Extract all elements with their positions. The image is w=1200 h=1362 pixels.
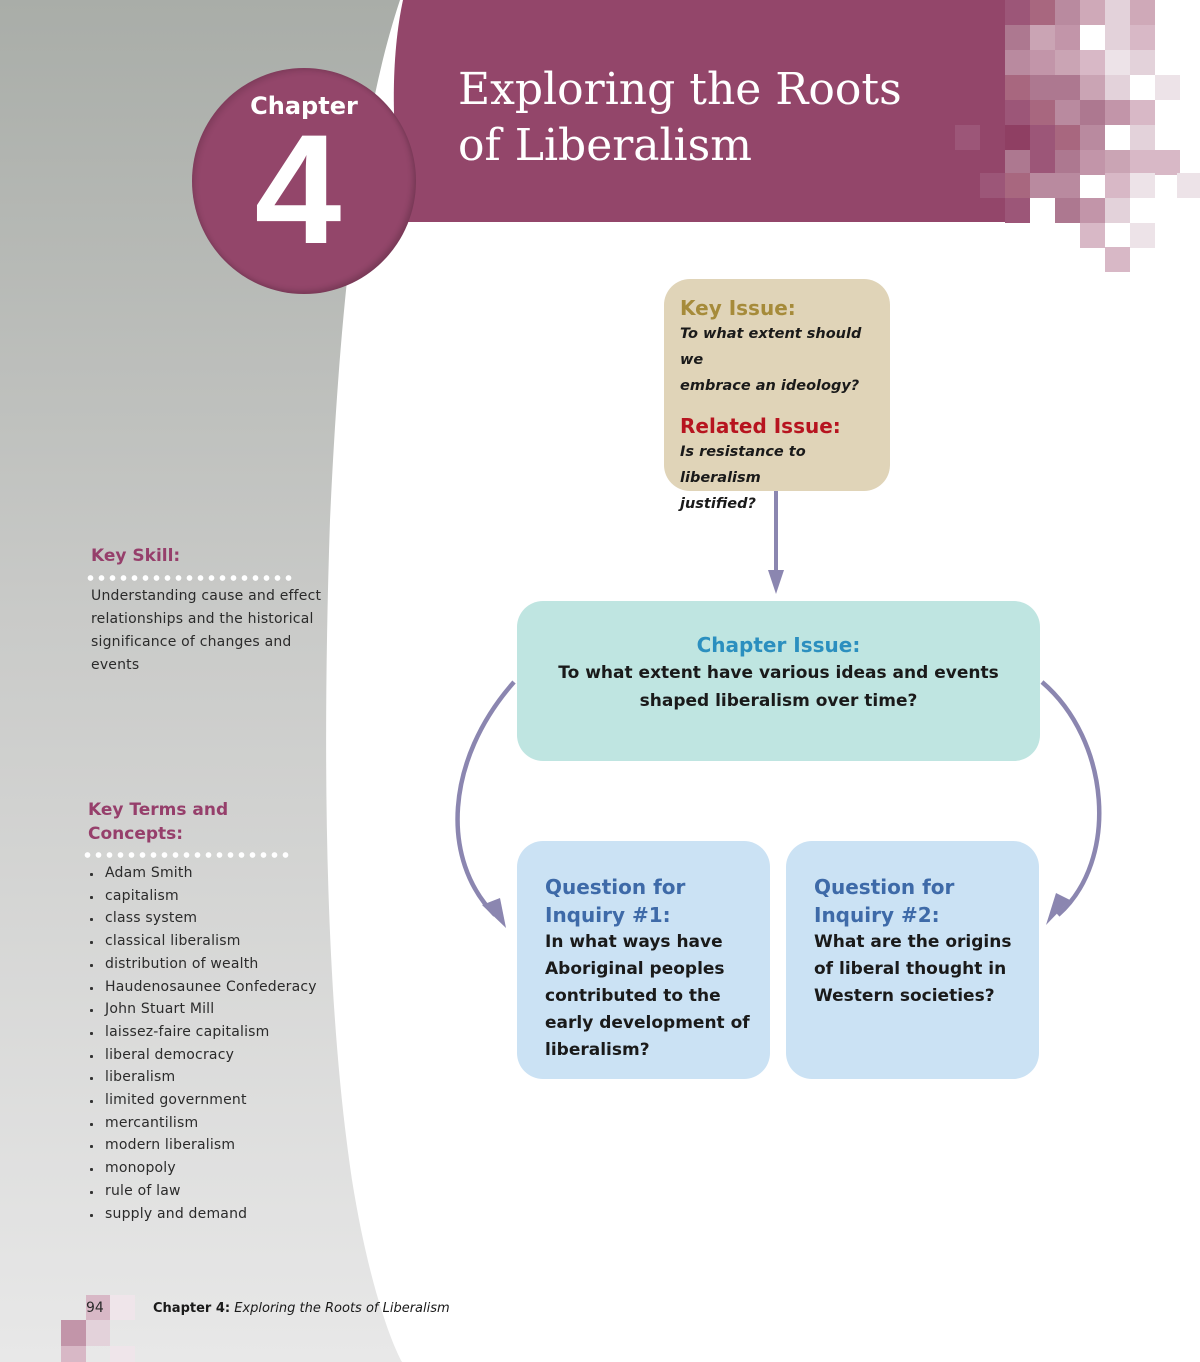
inquiry-1-line: In what ways have: [545, 932, 723, 952]
inquiry-1-line: contributed to the: [545, 986, 721, 1006]
list-item: rule of law: [88, 1180, 338, 1203]
key-terms-heading: Key Terms and Concepts:: [88, 798, 228, 846]
list-item: modern liberalism: [88, 1134, 338, 1157]
key-skill-text: Understanding cause and effect relations…: [91, 585, 331, 677]
list-item: liberal democracy: [88, 1044, 338, 1067]
inquiry-2-heading-1: Question for: [814, 875, 955, 899]
inquiry-2-heading-2: Inquiry #2:: [814, 903, 940, 927]
chapter-issue-box: Chapter Issue: To what extent have vario…: [517, 601, 1040, 761]
key-skill-line: Understanding cause and effect: [91, 588, 322, 604]
inquiry-question-1-box: Question for Inquiry #1: In what ways ha…: [517, 841, 770, 1079]
dotted-divider: [82, 852, 290, 858]
list-item: limited government: [88, 1089, 338, 1112]
key-terms-list: Adam Smith capitalism class system class…: [88, 862, 338, 1225]
list-item: class system: [88, 907, 338, 930]
chapter-badge: Chapter 4: [192, 68, 416, 294]
related-issue-text-2: justified?: [680, 496, 756, 512]
list-item: classical liberalism: [88, 930, 338, 953]
key-issue-text-2: embrace an ideology?: [680, 378, 860, 394]
dotted-divider: [85, 575, 293, 581]
key-issue-heading: Key Issue:: [680, 296, 796, 320]
inquiry-2-line: Western societies?: [814, 986, 995, 1006]
title-line-1: Exploring the Roots: [458, 64, 902, 115]
list-item: distribution of wealth: [88, 953, 338, 976]
inquiry-1-line: early development of: [545, 1013, 750, 1033]
key-issue-text-1: To what extent should we: [680, 326, 862, 368]
key-terms-heading-line-2: Concepts:: [88, 824, 184, 844]
list-item: Adam Smith: [88, 862, 338, 885]
page-title: Exploring the Roots of Liberalism: [458, 62, 978, 174]
chapter-label: Chapter: [250, 92, 358, 120]
chapter-number: 4: [254, 103, 342, 277]
inquiry-1-heading-2: Inquiry #1:: [545, 903, 671, 927]
list-item: Haudenosaunee Confederacy: [88, 976, 338, 999]
key-skill-line: relationships and the historical: [91, 611, 314, 627]
list-item: John Stuart Mill: [88, 998, 338, 1021]
related-issue-heading: Related Issue:: [680, 414, 841, 438]
chapter-issue-text-1: To what extent have various ideas and ev…: [558, 663, 999, 683]
list-item: liberalism: [88, 1066, 338, 1089]
inquiry-1-heading-1: Question for: [545, 875, 686, 899]
inquiry-1-line: Aboriginal peoples: [545, 959, 725, 979]
key-terms-heading-line-1: Key Terms and: [88, 800, 229, 820]
chapter-issue-heading: Chapter Issue:: [696, 633, 861, 657]
header-band: [393, 0, 1005, 222]
chapter-issue-text-2: shaped liberalism over time?: [639, 691, 918, 711]
key-skill-line: significance of changes and: [91, 634, 292, 650]
footer-chapter-title: Exploring the Roots of Liberalism: [230, 1301, 450, 1316]
title-line-2: of Liberalism: [458, 120, 752, 171]
list-item: capitalism: [88, 885, 338, 908]
inquiry-2-line: What are the origins: [814, 932, 1012, 952]
key-skill-heading: Key Skill:: [91, 546, 181, 566]
running-footer: Chapter 4: Exploring the Roots of Libera…: [153, 1299, 450, 1319]
list-item: mercantilism: [88, 1112, 338, 1135]
list-item: laissez-faire capitalism: [88, 1021, 338, 1044]
page-number: 94: [86, 1300, 104, 1316]
inquiry-1-line: liberalism?: [545, 1040, 650, 1060]
inquiry-question-2-box: Question for Inquiry #2: What are the or…: [786, 841, 1039, 1079]
list-item: supply and demand: [88, 1203, 338, 1226]
inquiry-2-line: of liberal thought in: [814, 959, 1007, 979]
related-issue-text-1: Is resistance to liberalism: [680, 444, 806, 486]
footer-chapter-ref: Chapter 4:: [153, 1301, 231, 1316]
key-skill-line: events: [91, 657, 140, 673]
list-item: monopoly: [88, 1157, 338, 1180]
key-issue-box: Key Issue: To what extent should we embr…: [664, 279, 890, 512]
